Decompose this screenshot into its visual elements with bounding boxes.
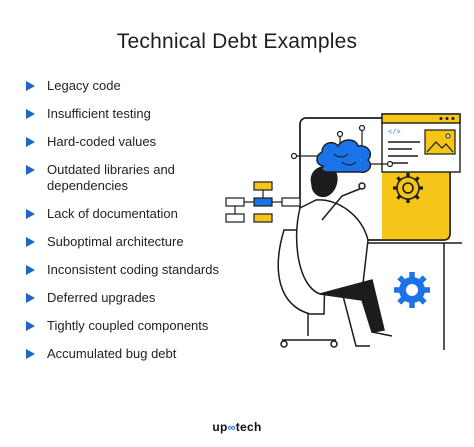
triangle-bullet-icon xyxy=(26,165,35,175)
triangle-bullet-icon xyxy=(26,209,35,219)
person xyxy=(295,166,393,347)
triangle-bullet-icon xyxy=(26,349,35,359)
flowchart xyxy=(225,181,301,223)
triangle-bullet-icon xyxy=(26,321,35,331)
triangle-bullet-icon xyxy=(26,237,35,247)
desk xyxy=(352,242,462,350)
list-item: Insufficient testing xyxy=(26,106,236,122)
list-item: Deferred upgrades xyxy=(26,290,236,306)
list-item: Lack of documentation xyxy=(26,206,236,222)
list-item-label: Lack of documentation xyxy=(47,206,178,221)
triangle-bullet-icon xyxy=(26,81,35,91)
page-title: Technical Debt Examples xyxy=(116,30,358,53)
list-item-label: Hard-coded values xyxy=(47,134,157,149)
list-item-label: Legacy code xyxy=(47,78,121,93)
blue-gear-icon xyxy=(394,272,430,308)
uptech-logo: up∞tech xyxy=(212,420,262,434)
image-icon xyxy=(424,129,456,155)
list-item: Tightly coupled components xyxy=(26,318,236,334)
list-item: Accumulated bug debt xyxy=(26,346,236,362)
developer-illustration: </> xyxy=(225,113,462,350)
gear-icon xyxy=(393,173,423,203)
list-item: Legacy code xyxy=(26,78,236,94)
triangle-bullet-icon xyxy=(26,293,35,303)
triangle-bullet-icon xyxy=(26,265,35,275)
code-tag: </> xyxy=(388,129,401,137)
list-item-label: Inconsistent coding standards xyxy=(47,262,219,277)
list-item-label: Outdated libraries and dependencies xyxy=(47,162,175,193)
list-item: Outdated libraries and dependencies xyxy=(26,162,236,194)
cloud-icon xyxy=(316,139,372,174)
debt-examples-list: Legacy code Insufficient testing Hard-co… xyxy=(26,78,236,362)
code-window: </> xyxy=(381,113,461,173)
list-item: Hard-coded values xyxy=(26,134,236,150)
triangle-bullet-icon xyxy=(26,109,35,119)
list-item-label: Deferred upgrades xyxy=(47,290,156,305)
list-item-label: Accumulated bug debt xyxy=(47,346,177,361)
logo-knot-icon: ∞ xyxy=(227,422,236,434)
list-item-label: Tightly coupled components xyxy=(47,318,209,333)
list-item-label: Suboptimal architecture xyxy=(47,234,184,249)
list-item-label: Insufficient testing xyxy=(47,106,151,121)
list-item: Inconsistent coding standards xyxy=(26,262,236,278)
list-item: Suboptimal architecture xyxy=(26,234,236,250)
triangle-bullet-icon xyxy=(26,137,35,147)
